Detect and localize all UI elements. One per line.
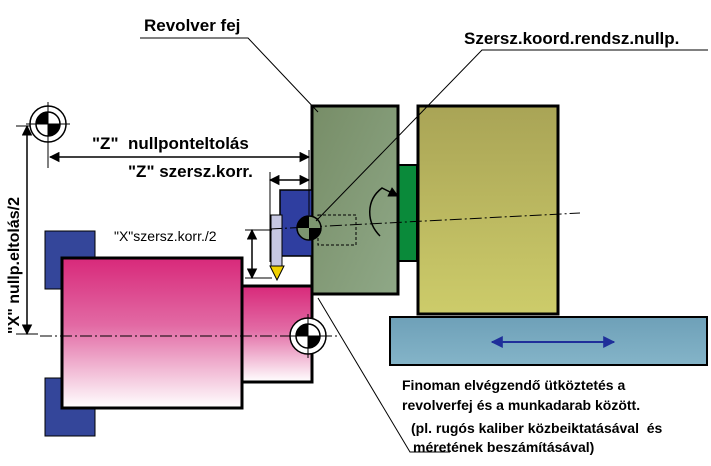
label-z-zero-offset: "Z" nullponteltolás bbox=[92, 134, 249, 153]
label-revolver-head: Revolver fej bbox=[144, 16, 240, 35]
workpiece-large-diameter bbox=[60, 256, 244, 410]
spindle-connector bbox=[396, 164, 418, 262]
cutting-insert bbox=[269, 265, 285, 282]
label-tool-coord-zero: Szersz.koord.rendsz.nullp. bbox=[464, 29, 679, 48]
leader-revolver-head bbox=[140, 37, 319, 113]
rotation-arrow bbox=[369, 187, 399, 237]
label-x-zero-offset-half: "X" nullp.eltolás/2 bbox=[6, 197, 23, 334]
note-line-2: revolverfej és a munkadarab között. bbox=[402, 397, 640, 413]
label-z-tool-corr: "Z" szersz.korr. bbox=[128, 162, 253, 181]
note-line-1: Finoman elvégzendő ütköztetés a bbox=[402, 377, 625, 393]
leader-tool-coord-zero bbox=[315, 49, 708, 222]
leader-contact-note bbox=[317, 297, 450, 453]
note-line-4: méretének beszámításával) bbox=[413, 439, 594, 455]
revolver-head bbox=[310, 104, 400, 296]
spindle-housing bbox=[416, 104, 560, 316]
machine-zero-symbol bbox=[26, 102, 70, 146]
label-x-tool-corr-half: "X"szersz.korr./2 bbox=[114, 228, 217, 244]
tool-shank bbox=[270, 214, 283, 268]
tool-centerline bbox=[269, 212, 581, 230]
workpiece-zero-symbol bbox=[286, 314, 330, 358]
note-line-3: (pl. rugós kaliber közbeiktatásával és bbox=[411, 420, 663, 436]
tool-coord-zero-symbol bbox=[296, 215, 322, 241]
